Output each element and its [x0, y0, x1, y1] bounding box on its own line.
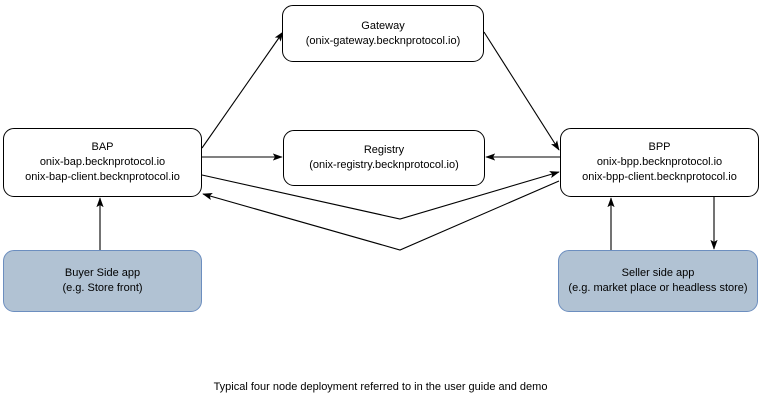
node-gateway-title: Gateway: [361, 19, 405, 32]
node-buyer-side-app-title: Buyer Side app: [64, 267, 141, 279]
node-bpp-title: BPP: [648, 141, 671, 153]
node-bap-client-host: onix-bap-client.becknprotocol.io: [25, 171, 180, 183]
diagram-caption: Typical four node deployment referred to…: [213, 381, 548, 393]
node-seller-side-app-title: Seller side app: [621, 267, 695, 279]
node-gateway[interactable]: Gateway (onix-gateway.becknprotocol.io): [282, 5, 484, 62]
edge-bap-to-bpp: [201, 171, 560, 220]
node-registry-host: (onix-registry.becknprotocol.io): [309, 159, 459, 171]
edge-gateway-to-bpp: [483, 31, 560, 151]
node-bap-title: BAP: [91, 141, 114, 153]
node-bpp[interactable]: BPP onix-bpp.becknprotocol.io onix-bpp-c…: [560, 128, 759, 197]
node-seller-side-app[interactable]: Seller side app (e.g. market place or he…: [558, 250, 758, 312]
node-registry[interactable]: Registry (onix-registry.becknprotocol.io…: [283, 130, 485, 186]
node-seller-side-app-example: (e.g. market place or headless store): [568, 282, 748, 294]
node-gateway-host: (onix-gateway.becknprotocol.io): [305, 34, 461, 47]
edge-bpp-to-bap: [202, 180, 560, 251]
node-registry-title: Registry: [363, 144, 405, 156]
node-buyer-side-app[interactable]: Buyer Side app (e.g. Store front): [3, 250, 202, 312]
edge-bap-to-gateway: [201, 31, 284, 149]
node-buyer-side-app-example: (e.g. Store front): [62, 282, 143, 294]
node-bpp-host: onix-bpp.becknprotocol.io: [596, 156, 723, 168]
node-bap[interactable]: BAP onix-bap.becknprotocol.io onix-bap-c…: [3, 128, 202, 197]
node-bap-host: onix-bap.becknprotocol.io: [39, 156, 166, 168]
node-bpp-client-host: onix-bpp-client.becknprotocol.io: [582, 171, 737, 183]
